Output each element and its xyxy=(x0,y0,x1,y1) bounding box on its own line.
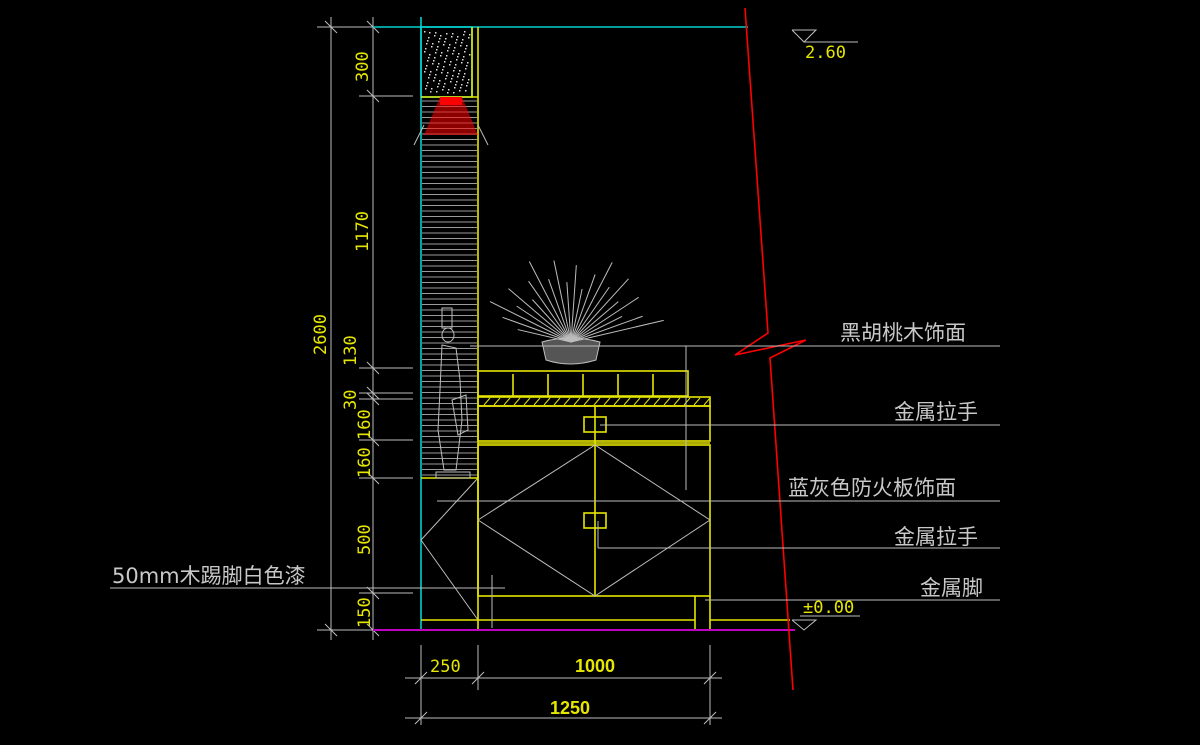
drawing-line xyxy=(570,286,610,343)
dim-500: 500 xyxy=(355,524,375,555)
drawing-line xyxy=(508,288,572,343)
label-metal-feet: 金属脚 xyxy=(920,576,983,600)
drawing-line xyxy=(513,397,521,406)
dim-150: 150 xyxy=(355,597,375,628)
label-fireproof-board: 蓝灰色防火板饰面 xyxy=(788,476,956,500)
leader-lines xyxy=(110,345,1000,601)
dim-130: 130 xyxy=(341,335,361,366)
downlight-beam xyxy=(413,97,489,146)
wall-section xyxy=(373,17,748,630)
label-metal-handle-2: 金属拉手 xyxy=(894,525,978,549)
door-handle xyxy=(583,512,607,529)
drawing-line xyxy=(516,305,572,343)
drawing-line xyxy=(532,299,572,343)
drawing-line xyxy=(623,397,631,406)
drawing-line xyxy=(603,397,611,406)
drawing-line xyxy=(570,265,577,343)
drawing-line xyxy=(643,397,651,406)
drawing-line xyxy=(593,397,601,406)
horizontal-dimension-lines xyxy=(405,645,722,725)
drawing-line xyxy=(570,319,664,343)
drawing-line xyxy=(663,397,671,406)
drawing-line xyxy=(553,397,561,406)
drawing-line xyxy=(533,397,541,406)
dim-width-250: 250 xyxy=(430,657,461,677)
drawing-line xyxy=(703,397,711,406)
drawing-line xyxy=(502,316,572,343)
drawing-line xyxy=(570,288,583,343)
drawing-line xyxy=(570,274,596,343)
dim-total-height: 2600 xyxy=(311,314,331,355)
drawing-line xyxy=(570,316,623,343)
drawing-line xyxy=(633,397,641,406)
drawing-line xyxy=(523,397,531,406)
statue-figure xyxy=(435,307,471,479)
flower-vase xyxy=(489,260,664,365)
dim-width-1000: 1000 xyxy=(575,656,615,676)
dim-30: 30 xyxy=(341,390,361,410)
level-top-value: 2.60 xyxy=(805,43,846,63)
level-mark-floor xyxy=(791,615,860,631)
drawing-line xyxy=(489,301,572,343)
drawing-line xyxy=(673,397,681,406)
drawing-line xyxy=(570,262,613,343)
level-floor-value: ±0.00 xyxy=(803,598,854,618)
label-metal-handle-1: 金属拉手 xyxy=(894,400,978,424)
drawing-line xyxy=(503,397,511,406)
drawing-line xyxy=(573,397,581,406)
drawing-line xyxy=(570,278,629,343)
drawing-line xyxy=(543,397,551,406)
vertical-dimension-lines xyxy=(317,17,413,640)
drawing-line xyxy=(570,315,643,343)
drawing-line xyxy=(528,261,572,343)
label-skirting: 50mm木踢脚白色漆 xyxy=(112,564,306,588)
drawing-line xyxy=(583,397,591,406)
drawing-line xyxy=(493,397,501,406)
drawing-line xyxy=(563,397,571,406)
drawing-line xyxy=(570,301,619,343)
drawing-line xyxy=(528,280,572,343)
drawing-line xyxy=(517,329,572,343)
drawing-line xyxy=(613,397,621,406)
break-line xyxy=(734,7,807,691)
drawing-line xyxy=(683,397,691,406)
drawing-line xyxy=(548,279,572,343)
level-mark-top xyxy=(791,29,858,43)
cabinet xyxy=(477,370,790,630)
drawing-line xyxy=(653,397,661,406)
dim-1170: 1170 xyxy=(353,211,373,252)
drawing-line xyxy=(553,260,572,343)
dim-160-a: 160 xyxy=(355,409,375,440)
dim-width-1250: 1250 xyxy=(550,698,590,718)
dim-160-b: 160 xyxy=(355,447,375,478)
drawing-line xyxy=(566,282,572,343)
label-walnut-veneer: 黑胡桃木饰面 xyxy=(840,321,966,345)
drawing-line xyxy=(483,397,491,406)
drawing-line xyxy=(693,397,701,406)
dim-300: 300 xyxy=(353,51,373,82)
drawing-line xyxy=(570,296,639,343)
